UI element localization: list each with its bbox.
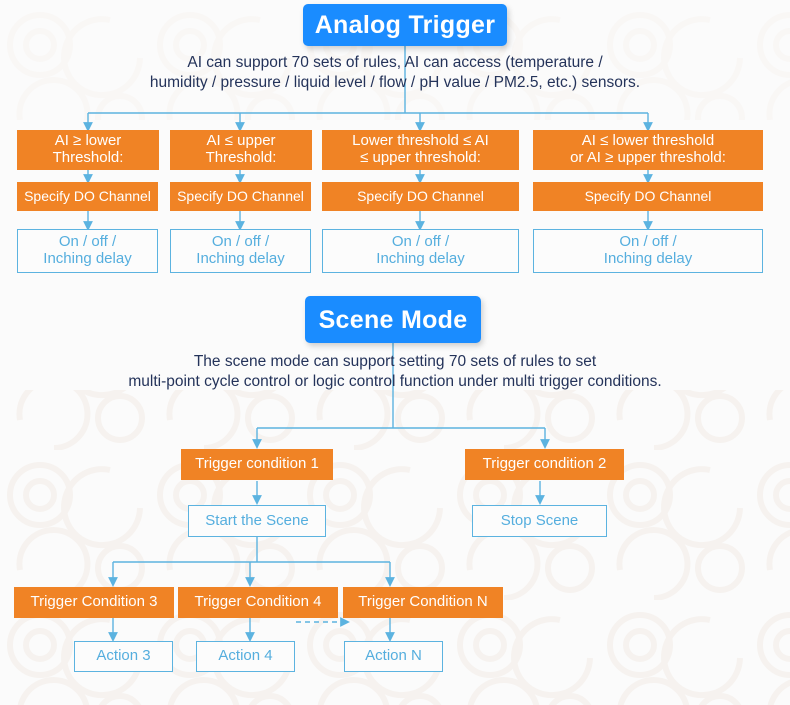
action-3: Action 3	[74, 641, 173, 672]
scene-mode-header: Scene Mode	[305, 296, 481, 343]
trigger-condition-2: Trigger condition 2	[465, 449, 624, 480]
action-n: Action N	[344, 641, 443, 672]
action-4: Action 4	[196, 641, 295, 672]
analog-trigger-description: AI can support 70 sets of rules, AI can …	[149, 54, 641, 92]
trigger-condition-3: Trigger Condition 3	[14, 587, 174, 618]
result-box-1: On / off / Inching delay	[17, 229, 158, 273]
condition-box-4: AI ≤ lower threshold or AI ≥ upper thres…	[533, 130, 763, 170]
condition-box-1: AI ≥ lower Threshold:	[17, 130, 159, 170]
start-the-scene: Start the Scene	[188, 505, 326, 537]
result-box-2: On / off / Inching delay	[170, 229, 311, 273]
trigger-condition-n: Trigger Condition N	[343, 587, 503, 618]
condition-box-3: Lower threshold ≤ AI ≤ upper threshold:	[322, 130, 519, 170]
result-box-4: On / off / Inching delay	[533, 229, 763, 273]
result-box-3: On / off / Inching delay	[322, 229, 519, 273]
specify-do-channel-4: Specify DO Channel	[533, 182, 763, 211]
trigger-condition-4: Trigger Condition 4	[178, 587, 338, 618]
specify-do-channel-2: Specify DO Channel	[170, 182, 311, 211]
scene-mode-description: The scene mode can support setting 70 se…	[128, 353, 662, 391]
specify-do-channel-1: Specify DO Channel	[17, 182, 158, 211]
stop-scene: Stop Scene	[472, 505, 607, 537]
analog-trigger-header: Analog Trigger	[303, 4, 507, 46]
specify-do-channel-3: Specify DO Channel	[322, 182, 519, 211]
trigger-condition-1: Trigger condition 1	[181, 449, 333, 480]
condition-box-2: AI ≤ upper Threshold:	[170, 130, 312, 170]
